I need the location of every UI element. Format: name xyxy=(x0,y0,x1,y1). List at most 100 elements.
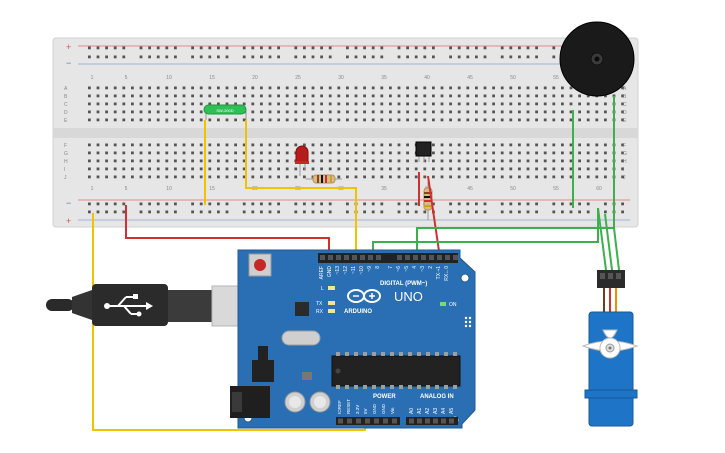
breadboard-rail-hole xyxy=(156,46,160,50)
breadboard-hole xyxy=(543,110,547,114)
tilt-sensor[interactable]: SW-200D xyxy=(203,104,247,120)
breadboard-hole xyxy=(320,167,323,171)
breadboard-hole xyxy=(432,159,435,163)
breadboard-hole xyxy=(457,102,461,106)
breadboard-hole xyxy=(242,175,246,179)
breadboard-hole xyxy=(268,118,272,122)
breadboard-rail-hole xyxy=(509,46,513,50)
red-led[interactable] xyxy=(295,145,309,176)
breadboard-hole xyxy=(165,110,169,114)
row-letter: I xyxy=(623,167,624,173)
breadboard-rail-hole xyxy=(294,210,298,214)
breadboard-hole xyxy=(475,102,478,106)
row-letter: A xyxy=(64,86,68,92)
pin-label: A1 xyxy=(417,408,423,414)
row-letter: E xyxy=(64,118,68,124)
breadboard-hole xyxy=(621,167,624,171)
breadboard-hole xyxy=(174,110,177,114)
breadboard-hole xyxy=(191,167,194,171)
breadboard-hole xyxy=(113,110,117,114)
breadboard-hole xyxy=(509,143,513,147)
wire-red-resistor[interactable] xyxy=(427,175,441,259)
breadboard-hole xyxy=(526,86,530,90)
breadboard-hole xyxy=(397,102,401,106)
breadboard-rail-hole xyxy=(242,202,246,206)
pin-label: A5 xyxy=(449,408,455,414)
breadboard-hole xyxy=(182,86,186,90)
breadboard-hole xyxy=(105,102,108,106)
breadboard-holes xyxy=(88,46,624,214)
breadboard-rail-hole xyxy=(156,55,160,59)
breadboard-hole xyxy=(191,159,194,163)
breadboard-hole xyxy=(354,94,358,98)
breadboard-rail-hole xyxy=(105,46,108,50)
breadboard-hole xyxy=(251,143,255,147)
breadboard-hole xyxy=(475,159,478,163)
breadboard-rail-hole xyxy=(423,210,427,214)
header-pin xyxy=(441,418,446,424)
breadboard-rail-hole xyxy=(303,210,306,214)
breadboard-hole xyxy=(457,159,461,163)
resistor-led[interactable] xyxy=(306,174,342,184)
small-chip xyxy=(258,346,268,360)
breadboard-hole xyxy=(268,143,272,147)
led-tx xyxy=(328,301,335,305)
breadboard-hole xyxy=(96,175,100,179)
breadboard-hole xyxy=(414,175,418,179)
breadboard-hole xyxy=(389,102,392,106)
breadboard-rail-hole xyxy=(174,202,177,206)
breadboard-rail-hole xyxy=(432,55,435,59)
chip-pin xyxy=(417,352,421,356)
breadboard-rail-hole xyxy=(260,202,263,206)
transistor[interactable] xyxy=(415,141,432,162)
chip-pin xyxy=(336,352,340,356)
wire-green-servo-1[interactable] xyxy=(597,207,607,271)
atmega-chip-pins xyxy=(336,352,457,389)
breadboard-rail-hole xyxy=(414,55,418,59)
breadboard-hole xyxy=(174,143,177,147)
breadboard-hole xyxy=(277,159,280,163)
col-number: 60 xyxy=(596,186,602,192)
breadboard-hole xyxy=(457,151,461,155)
breadboard-hole xyxy=(346,175,349,179)
breadboard-hole xyxy=(346,118,349,122)
breadboard-rail-hole xyxy=(148,46,151,50)
breadboard-hole xyxy=(423,175,427,179)
breadboard-hole xyxy=(604,102,607,106)
breadboard-rail-hole xyxy=(380,202,384,206)
breadboard-hole xyxy=(303,175,306,179)
wire-yellow-tilt-pin[interactable] xyxy=(245,120,357,258)
breadboard-hole xyxy=(354,167,358,171)
pin-label: IOREF xyxy=(337,400,342,414)
breadboard-rail-hole xyxy=(105,55,108,59)
wire-green-servo-3[interactable] xyxy=(613,227,620,271)
breadboard-hole xyxy=(371,86,375,90)
breadboard-hole xyxy=(199,175,203,179)
breadboard-hole xyxy=(139,143,143,147)
breadboard-hole xyxy=(604,143,607,147)
usb-cable[interactable] xyxy=(46,284,265,327)
wire-red-ground[interactable] xyxy=(125,205,330,258)
breadboard-hole xyxy=(621,159,624,163)
breadboard-hole xyxy=(466,159,470,163)
breadboard-hole xyxy=(251,86,255,90)
breadboard-hole xyxy=(294,94,298,98)
breadboard-hole xyxy=(414,159,418,163)
breadboard-hole xyxy=(389,143,392,147)
breadboard-hole xyxy=(225,118,229,122)
arduino-uno[interactable]: AREF GND ~13 ~12 ~11 ~10 ~9 8 7 ~6 ~5 4 … xyxy=(230,249,476,429)
breadboard-rail-hole xyxy=(371,210,375,214)
header-pin xyxy=(352,255,357,260)
wire-green-servo-2[interactable] xyxy=(604,213,613,271)
digital-header-pins xyxy=(320,255,458,260)
breadboard-hole xyxy=(96,118,100,122)
piezo-buzzer[interactable] xyxy=(559,21,635,97)
breadboard-rail-hole xyxy=(199,55,203,59)
breadboard-hole xyxy=(337,175,341,179)
breadboard-hole xyxy=(371,94,375,98)
breadboard-hole xyxy=(328,159,332,163)
breadboard-hole xyxy=(113,86,117,90)
row-letter: C xyxy=(623,102,627,108)
servo-motor[interactable] xyxy=(581,270,639,427)
breadboard-hole xyxy=(122,151,126,155)
